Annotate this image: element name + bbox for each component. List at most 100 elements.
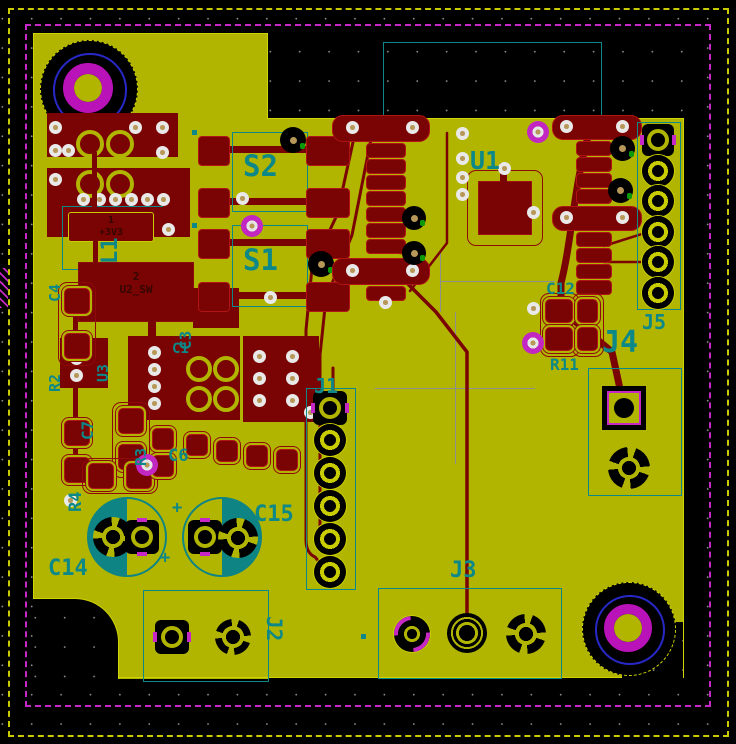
silkscreen-ref-u1[interactable]: U1	[470, 146, 501, 175]
pad-module[interactable]	[366, 143, 406, 158]
pad-j3-2[interactable]	[447, 613, 487, 653]
through-hole-pad[interactable]	[527, 206, 540, 219]
pad-c14-pos[interactable]	[125, 518, 159, 556]
top-connector-courtyard[interactable]	[383, 42, 602, 119]
through-hole-pad[interactable]	[616, 120, 629, 133]
footprint-j1-courtyard[interactable]	[306, 388, 356, 590]
pad-j2-2[interactable]	[215, 619, 251, 655]
through-hole-pad[interactable]	[141, 193, 154, 206]
board-edge-outline[interactable]	[25, 24, 711, 707]
via[interactable]	[608, 178, 633, 203]
footprint-s1-courtyard[interactable]	[232, 225, 308, 307]
pad-j1[interactable]	[314, 556, 346, 588]
pad-module[interactable]	[366, 175, 406, 190]
through-hole-pad[interactable]	[148, 363, 161, 376]
pad-module[interactable]	[366, 223, 406, 238]
pad-l1-1[interactable]: 1 +3V3	[68, 212, 154, 242]
through-hole-pad[interactable]	[456, 188, 469, 201]
through-hole-pad[interactable]	[406, 121, 419, 134]
pad[interactable]	[64, 288, 90, 314]
pad-j5[interactable]	[642, 216, 674, 248]
pad[interactable]	[64, 420, 90, 446]
pad-arc[interactable]	[76, 170, 104, 198]
through-hole-pad[interactable]	[156, 121, 169, 134]
footprint-j5-courtyard[interactable]	[637, 122, 681, 310]
through-hole-pad[interactable]	[157, 193, 170, 206]
silkscreen-ref-j4[interactable]: J4	[602, 325, 639, 360]
pad-j1[interactable]	[314, 523, 346, 555]
silkscreen-ref-l1[interactable]: L1	[98, 237, 123, 265]
through-hole-pad[interactable]	[560, 120, 573, 133]
silkscreen-ref-c12[interactable]: C12	[546, 279, 575, 298]
pad-j5[interactable]	[642, 155, 674, 187]
pad[interactable]	[276, 449, 298, 471]
through-hole-pad[interactable]	[148, 397, 161, 410]
pad-module[interactable]	[366, 239, 406, 254]
through-hole-pad[interactable]	[148, 346, 161, 359]
through-hole-pad[interactable]	[346, 121, 359, 134]
through-hole-pad[interactable]	[49, 173, 62, 186]
pad-module[interactable]	[366, 207, 406, 222]
through-hole-pad[interactable]	[286, 372, 299, 385]
footprint-s2-courtyard[interactable]	[232, 132, 308, 212]
silkscreen-ref-u3[interactable]: U3	[94, 363, 112, 382]
pad-arc[interactable]	[76, 130, 104, 158]
silkscreen-ref-j1[interactable]: J1	[314, 374, 339, 398]
silkscreen-ref-r3[interactable]: R3	[132, 447, 150, 466]
pad-j1[interactable]	[314, 490, 346, 522]
silkscreen-ref-r2[interactable]: R2	[46, 373, 64, 392]
pad-j5-1[interactable]	[640, 124, 676, 156]
through-hole-pad[interactable]	[129, 121, 142, 134]
pad-module[interactable]	[576, 157, 612, 172]
silkscreen-ref-c4[interactable]: C4	[46, 283, 64, 302]
pad-j5[interactable]	[642, 185, 674, 217]
pad[interactable]	[545, 327, 573, 351]
pad[interactable]	[545, 299, 573, 323]
pad-j5[interactable]	[642, 277, 674, 309]
pad-j3-3[interactable]	[506, 614, 546, 654]
pad-s2[interactable]	[306, 188, 350, 218]
pad[interactable]	[64, 333, 90, 359]
pad[interactable]	[186, 434, 208, 456]
pad-j4-shield[interactable]	[608, 447, 650, 489]
through-hole-pad[interactable]	[70, 369, 83, 382]
pad-j1[interactable]	[314, 424, 346, 456]
through-hole-pad[interactable]	[62, 144, 75, 157]
through-hole-pad[interactable]	[49, 121, 62, 134]
via[interactable]	[136, 454, 158, 476]
pad-module[interactable]	[576, 248, 612, 263]
silkscreen-ref-j2[interactable]: J2	[262, 616, 286, 642]
pad[interactable]	[216, 440, 238, 462]
pad-module[interactable]	[576, 264, 612, 279]
pad[interactable]	[577, 299, 598, 323]
footprint-c12-outline[interactable]	[540, 293, 580, 357]
pad-s1[interactable]	[306, 282, 350, 312]
via[interactable]	[402, 241, 426, 265]
mounting-hole-pad-br[interactable]	[604, 604, 652, 652]
footprint-r11-outline[interactable]	[572, 293, 604, 357]
via[interactable]	[308, 251, 334, 277]
via[interactable]	[280, 127, 306, 153]
through-hole-pad[interactable]	[49, 144, 62, 157]
silkscreen-ref-j5[interactable]: J5	[642, 310, 667, 334]
pad-module[interactable]	[576, 173, 612, 188]
through-hole-pad[interactable]	[286, 350, 299, 363]
through-hole-pad[interactable]	[406, 264, 419, 277]
through-hole-pad[interactable]	[125, 193, 138, 206]
through-hole-pad[interactable]	[456, 127, 469, 140]
pad[interactable]	[246, 445, 268, 467]
silkscreen-ref-r4[interactable]: R4	[66, 491, 86, 512]
via[interactable]	[610, 136, 635, 161]
through-hole-pad[interactable]	[253, 350, 266, 363]
through-hole-pad[interactable]	[286, 394, 299, 407]
pad-module[interactable]	[366, 191, 406, 206]
pad-s1[interactable]	[198, 282, 230, 312]
pad-arc[interactable]	[213, 386, 239, 412]
footprint-j4-courtyard[interactable]	[588, 368, 682, 496]
silkscreen-ref-c7[interactable]: C7	[78, 420, 97, 440]
through-hole-pad[interactable]	[109, 193, 122, 206]
pad-module[interactable]	[576, 280, 612, 295]
pad-j1-1[interactable]	[311, 391, 349, 425]
via[interactable]	[241, 215, 263, 237]
footprint-j3-courtyard[interactable]	[378, 588, 562, 679]
